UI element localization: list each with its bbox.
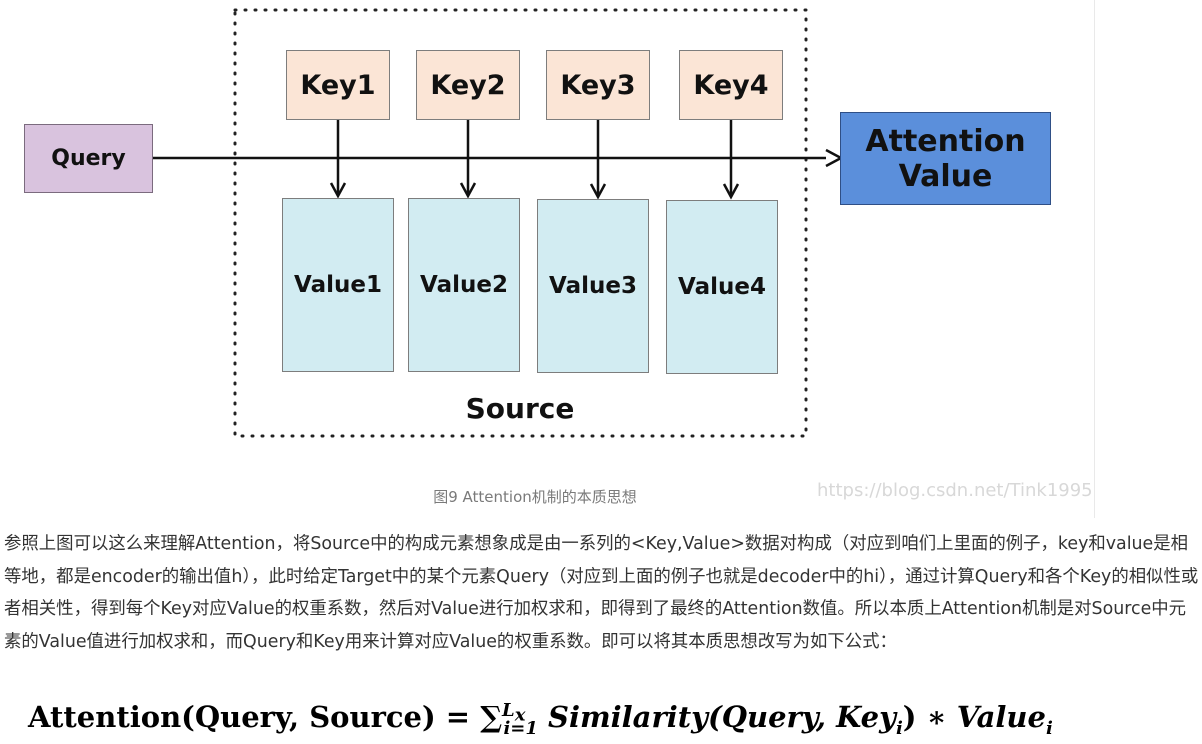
attention-label-line2: Value xyxy=(898,158,993,194)
value-box-1: Value1 xyxy=(282,198,394,372)
query-box: Query xyxy=(24,124,153,193)
source-label: Source xyxy=(465,392,575,425)
attention-value-box: Attention Value xyxy=(840,112,1051,205)
formula-sum-upper-sub: x xyxy=(514,704,526,726)
key-box-3: Key3 xyxy=(546,50,650,120)
formula-sum-lower: i=1 xyxy=(503,717,538,739)
key-box-1: Key1 xyxy=(286,50,390,120)
formula-args: (Query, Key xyxy=(708,700,896,734)
formula-lhs: Attention(Query, Source) = xyxy=(28,700,481,734)
query-arrow-head xyxy=(825,148,844,168)
attention-formula: Attention(Query, Source) = ∑Lxi=1 Simila… xyxy=(28,700,1053,744)
formula-key-sub: i xyxy=(895,717,903,739)
value-box-2: Value2 xyxy=(408,198,520,372)
formula-value-sub: i xyxy=(1045,717,1053,739)
key-box-2: Key2 xyxy=(416,50,520,120)
watermark: https://blog.csdn.net/Tink1995 xyxy=(817,480,1093,501)
attention-diagram xyxy=(153,8,844,438)
key-box-4: Key4 xyxy=(679,50,783,120)
source-dotted-border xyxy=(233,8,808,438)
key-arrow-head-4 xyxy=(722,183,740,200)
key-arrow-head-2 xyxy=(459,182,477,199)
value-box-3: Value3 xyxy=(537,199,649,373)
explanation-paragraph: 参照上图可以这么来理解Attention，将Source中的构成元素想象成是由一… xyxy=(4,528,1200,658)
value-box-4: Value4 xyxy=(666,200,778,374)
key-arrows xyxy=(329,120,740,200)
key-arrow-head-3 xyxy=(589,183,607,200)
formula-value: Value xyxy=(956,700,1046,734)
formula-sum-upper: L xyxy=(502,700,515,722)
attention-label-line1: Attention xyxy=(865,123,1026,159)
formula-tail: ) ∗ xyxy=(902,700,957,734)
figure-caption: 图9 Attention机制的本质思想 xyxy=(433,488,637,506)
paragraph-text: 参照上图可以这么来理解Attention，将Source中的构成元素想象成是由一… xyxy=(4,534,1199,652)
key-arrow-head-1 xyxy=(329,182,347,199)
formula-sum: ∑ xyxy=(480,700,503,734)
formula-similarity: Similarity xyxy=(548,700,709,734)
figure: Query Key1 Key2 Key3 Key4 Value1 Value2 … xyxy=(24,0,1095,518)
